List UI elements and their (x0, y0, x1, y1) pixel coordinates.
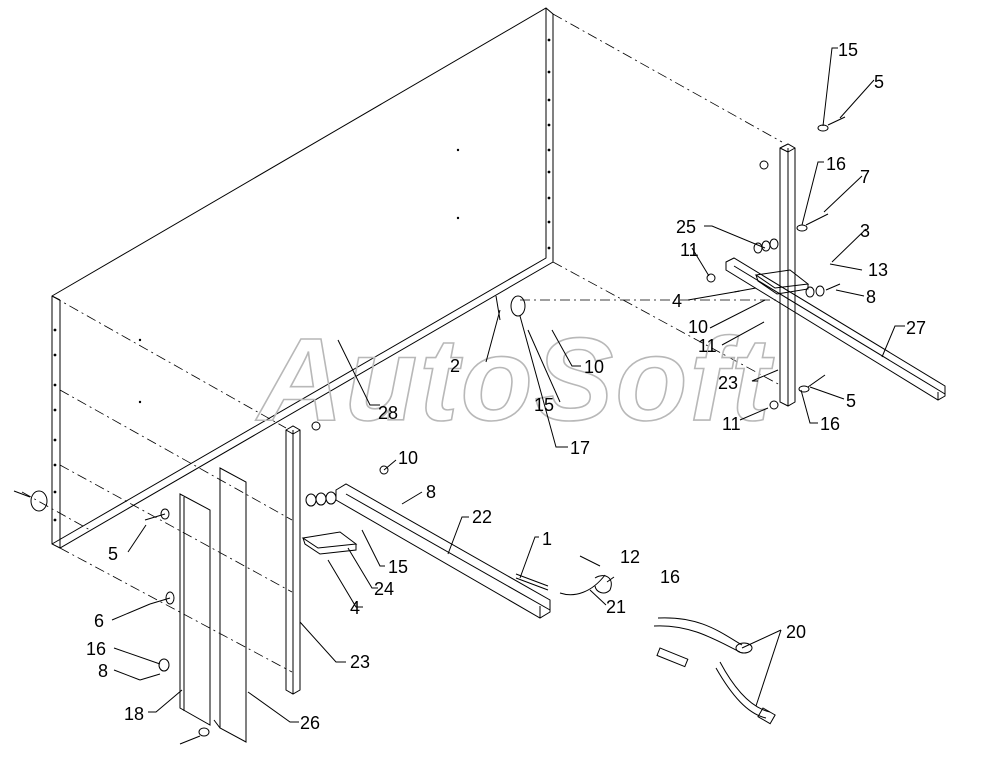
label-5: 5 (846, 391, 856, 411)
panel-holes (53, 38, 551, 522)
label-26: 26 (300, 713, 320, 733)
label-20: 20 (786, 622, 806, 642)
label-10: 10 (688, 317, 708, 337)
label-5: 5 (874, 72, 884, 92)
left-crossbar (335, 483, 551, 619)
side-plate (213, 467, 247, 743)
assembly-lines (21, 13, 783, 673)
label-16: 16 (826, 154, 846, 174)
label-28: 28 (378, 403, 398, 423)
main-panel (51, 7, 554, 549)
label-7: 7 (860, 167, 870, 187)
label-23: 23 (718, 373, 738, 393)
label-27: 27 (906, 318, 926, 338)
label-4: 4 (350, 598, 360, 618)
label-4: 4 (672, 291, 682, 311)
label-25: 25 (676, 217, 696, 237)
pin-clip (515, 573, 612, 596)
left-post (285, 425, 301, 695)
label-15: 15 (388, 557, 408, 577)
side-channel (179, 493, 211, 726)
label-16: 16 (820, 414, 840, 434)
label-13: 12 (620, 547, 640, 567)
right-crossbar (725, 257, 946, 401)
hardware (13, 116, 846, 745)
callout-labels: 15 5 16 7 25 3 11 13 4 8 10 11 27 23 5 1… (86, 40, 926, 733)
label-10: 10 (584, 357, 604, 377)
label-19: 18 (124, 704, 144, 724)
label-11: 10 (398, 448, 418, 468)
right-post (779, 143, 796, 407)
label-16: 16 (86, 639, 106, 659)
label-2: 2 (450, 356, 460, 376)
right-bracket (754, 269, 810, 295)
watermark-text: AutoSoft (255, 314, 775, 446)
label-23: 23 (350, 652, 370, 672)
label-3: 3 (860, 221, 870, 241)
label-18: 17 (570, 438, 590, 458)
label-8: 8 (866, 287, 876, 307)
label-10: 8 (426, 482, 436, 502)
label-24: 24 (374, 579, 394, 599)
label-8: 8 (98, 661, 108, 681)
label-15: 15 (534, 395, 554, 415)
label-6: 6 (94, 611, 104, 631)
label-11: 11 (722, 414, 741, 434)
label-17: 16 (660, 567, 680, 587)
label-1: 1 (542, 529, 552, 549)
straps (653, 617, 776, 725)
label-12: 11 (698, 336, 717, 356)
label-11: 11 (680, 240, 699, 260)
label-22: 22 (472, 507, 492, 527)
left-bracket (301, 531, 358, 555)
label-16: 15 (838, 40, 858, 60)
label-15: 13 (868, 260, 888, 280)
leader-lines (111, 47, 905, 723)
label-21: 21 (606, 597, 626, 617)
label-5: 5 (108, 544, 118, 564)
